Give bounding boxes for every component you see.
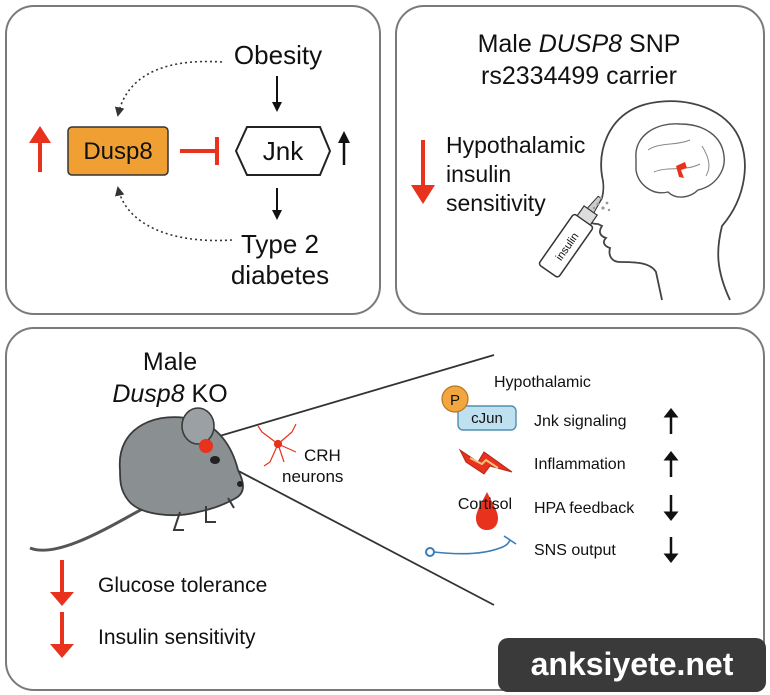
- inflammation-icon: [458, 448, 513, 475]
- mouse-icon: [29, 407, 244, 552]
- effect-up-arrow-icon: [663, 408, 679, 434]
- panel-bottom: Male Dusp8 KO CRH neurons Hypothalamic c…: [5, 327, 766, 692]
- snp-title-line1: Male DUSP8 SNP: [478, 30, 681, 58]
- effect-down-arrow-icon: [663, 537, 679, 563]
- t2d-line2: diabetes: [231, 260, 329, 290]
- effect-up-arrow-icon: [663, 451, 679, 477]
- cjun-label: cJun: [471, 410, 503, 427]
- effect-label: Inflammation: [534, 456, 626, 473]
- ko-title-line1: Male: [143, 348, 197, 376]
- jnk-hexagon: [234, 126, 332, 176]
- outcome-down-arrow-icon: [50, 612, 74, 658]
- hypothalamic-label: Hypothalamic: [446, 132, 585, 158]
- snp-title-line2: rs2334499 carrier: [481, 62, 677, 90]
- brain-icon: [635, 123, 725, 198]
- panel-top-right: Male DUSP8 SNP rs2334499 carrier Hypotha…: [395, 5, 765, 315]
- dusp8-box: [67, 126, 169, 176]
- t2d-line1: Type 2: [241, 229, 319, 259]
- obesity-label: Obesity: [234, 40, 322, 70]
- watermark-box: [498, 638, 766, 692]
- effect-label: SNS output: [534, 542, 616, 559]
- jnk-label: Jnk: [263, 136, 304, 166]
- dusp8-label: Dusp8: [83, 138, 152, 165]
- outcome-down-arrow-icon: [50, 560, 74, 606]
- panel-top-left: Obesity Dusp8 Jnk Type 2 diabetes: [5, 5, 381, 315]
- phospho-badge-label: P: [450, 392, 460, 409]
- sensitivity-label: sensitivity: [446, 190, 546, 216]
- effect-down-arrow-icon: [663, 495, 679, 521]
- jnk-up-arrow-icon: [338, 131, 350, 165]
- phospho-badge-icon: [441, 385, 469, 413]
- human-head-icon: [588, 100, 746, 301]
- zoom-line-bottom: [205, 453, 495, 606]
- crh-neuron-icon: [257, 423, 297, 467]
- hypothalamic-header: Hypothalamic: [494, 374, 591, 391]
- watermark-label: anksiyete.net: [531, 646, 734, 682]
- effect-label: HPA feedback: [534, 500, 635, 517]
- hypothalamus-mark-icon: [676, 162, 687, 178]
- effect-label: Jnk signaling: [534, 413, 627, 430]
- outcome-label: Glucose tolerance: [98, 574, 267, 597]
- obesity-to-dusp8-dotted-arrow: [114, 60, 223, 117]
- cortisol-drop-icon: [476, 492, 498, 530]
- insulin-label: insulin: [446, 161, 511, 187]
- sns-nerve-icon: [425, 535, 517, 557]
- dusp8-inhibits-jnk-icon: [180, 137, 219, 165]
- ko-title-line2: Dusp8 KO: [112, 380, 227, 408]
- t2d-to-dusp8-dotted-arrow: [114, 186, 233, 242]
- hypothalamus-dot-icon: [199, 439, 213, 453]
- outcome-label: Insulin sensitivity: [98, 626, 256, 649]
- crh-label: CRH: [304, 446, 341, 465]
- insulin-sensitivity-down-arrow-icon: [411, 140, 435, 204]
- dusp8-up-arrow-icon: [29, 126, 51, 172]
- spray-mist-icon: [592, 196, 611, 212]
- neurons-label: neurons: [282, 467, 343, 486]
- cortisol-label: Cortisol: [458, 496, 512, 513]
- cjun-box: [457, 405, 517, 431]
- zoom-line-top: [205, 354, 495, 441]
